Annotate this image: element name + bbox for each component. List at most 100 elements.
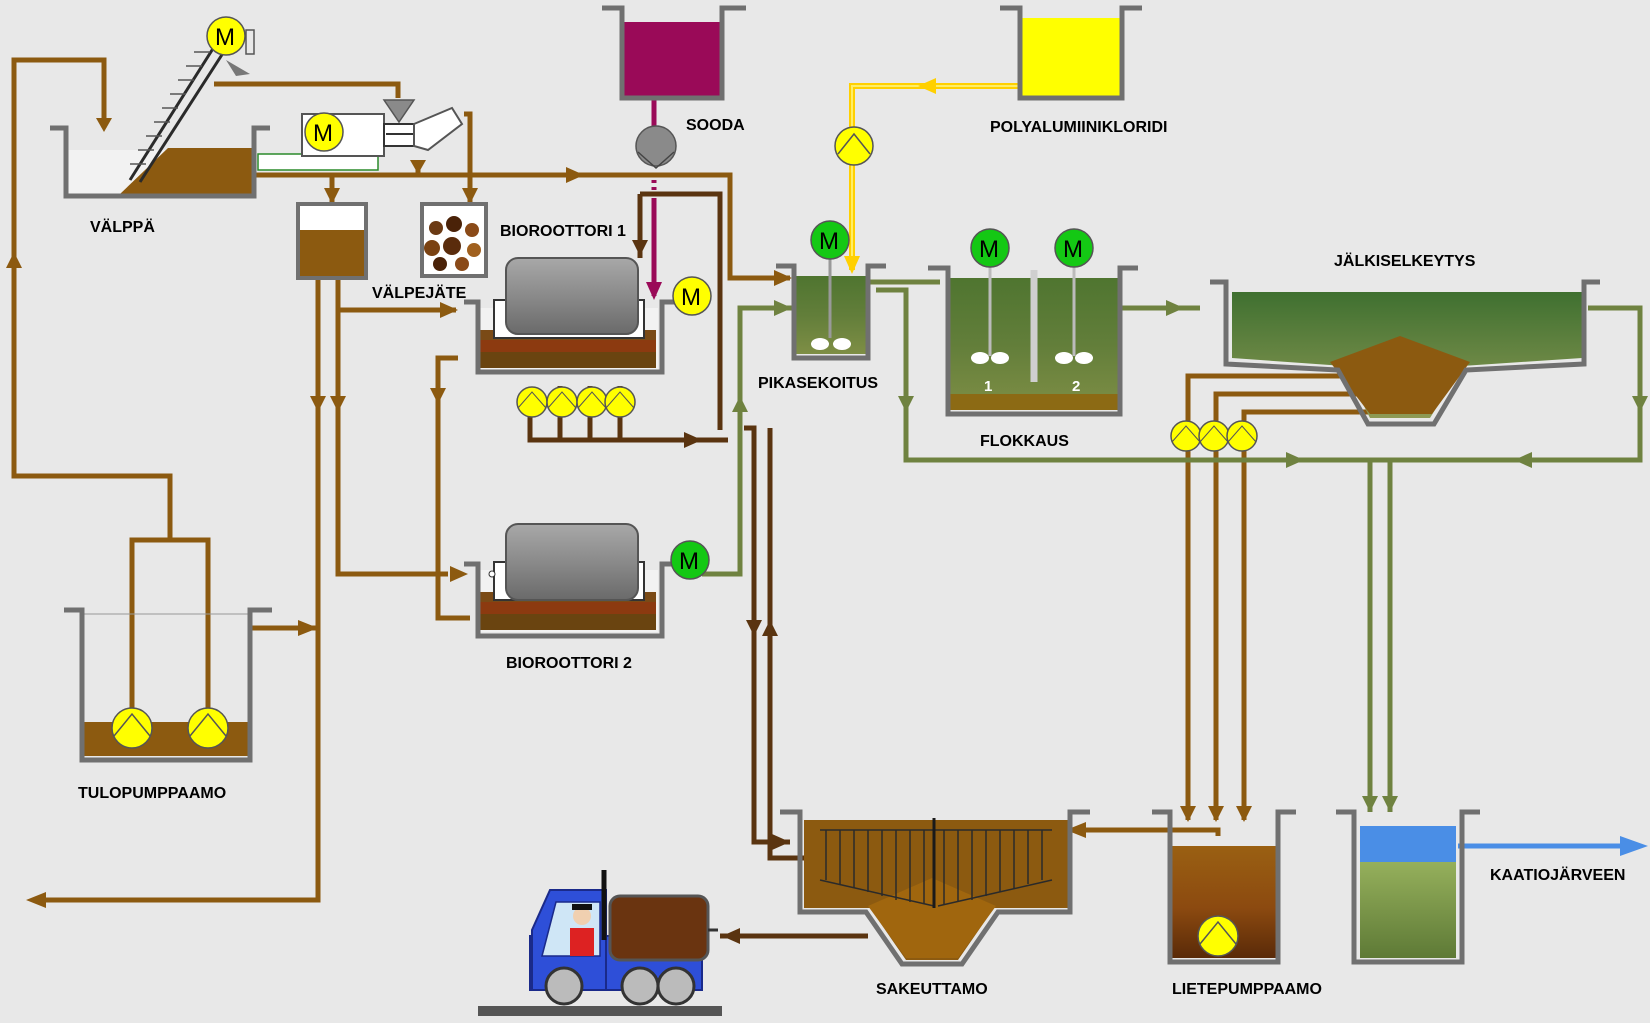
svg-text:M: M [819,228,839,255]
outlet-tank [1336,809,1480,965]
arrow-icon [430,388,446,404]
valpejate-container-solid [420,202,488,278]
arrow-icon [330,396,346,412]
arrow-icon [1208,806,1224,822]
truck-icon [478,870,722,1016]
clarifier-sludge-3 [1241,409,1378,820]
soda-pump-icon [635,125,677,170]
pump-icon [1226,420,1258,452]
arrow-icon [774,270,792,286]
bioroottori2-label: BIOROOTTORI 2 [506,655,632,672]
arrow-icon [1382,796,1398,812]
svg-text:M: M [979,236,999,263]
pump-icon [576,386,608,418]
flokkaus-label: FLOKKAUS [980,433,1069,450]
pump-icon [604,386,636,418]
arrow-icon [684,432,702,448]
arrow-icon [1632,396,1648,412]
arrow-icon [746,620,762,636]
bioroottori1-label: BIOROOTTORI 1 [500,223,626,240]
soda-return-pipe [640,191,723,430]
sooda-tank [602,5,746,101]
motor-icon: M [206,16,246,56]
bioroottori-1 [464,257,676,375]
pump-icon [1170,420,1202,452]
screen-feed-pipe [11,57,173,540]
motor-icon: M [670,540,710,580]
arrow-icon [774,300,792,316]
svg-text:M: M [681,284,701,311]
pikasekoitus-label: PIKASEKOITUS [758,375,878,392]
arrow-icon [410,160,426,174]
pump-riser-pipe [129,537,211,718]
arrow-icon [1362,796,1378,812]
arrow-icon [918,78,936,94]
polyalumiinikloridi-tank [1000,5,1142,101]
arrow-icon [898,396,914,412]
arrow-icon [1286,452,1304,468]
svg-text:M: M [313,120,333,147]
arrow-icon [462,188,478,204]
bypass-green-loop [876,287,1643,463]
flokkaus-stage-1: 1 [984,378,992,395]
arrow-icon [324,188,340,204]
arrow-icon [1514,452,1532,468]
svg-text:M: M [215,24,235,51]
sludge-down-pipe-2 [767,428,806,861]
motor-icon: M [970,228,1010,268]
raw-water-pipes [11,57,1378,903]
valppa-label: VÄLPPÄ [90,218,155,236]
arrow-icon [762,620,778,636]
pump-icon [1197,915,1239,957]
tulopumppaamo-label: TULOPUMPPAAMO [78,785,226,802]
lietepumppaamo-label: LIETEPUMPPAAMO [1172,981,1322,998]
motor-icon: M [304,112,344,152]
sakeuttamo-label: SAKEUTTAMO [876,981,988,998]
sludge-return-pipe [1066,827,1221,836]
sooda-label: SOODA [686,117,745,134]
grit-pipe [464,111,473,206]
kaatiojarveen-label: KAATIOJÄRVEEN [1490,866,1625,884]
arrow-icon [1180,806,1196,822]
arrow-icon [310,396,326,412]
arrow-icon [1066,822,1086,838]
screen-outlet-pipe [256,172,790,281]
rotor2-feed-pipe [335,278,448,577]
pump-icon [834,126,874,166]
motor-icon: M [1054,228,1094,268]
arrow-icon [632,240,648,256]
valppa-tank [50,27,379,199]
arrow-icon [646,282,662,300]
clarifier-sludge-2 [1213,391,1370,820]
conveyor-pipe [214,81,401,98]
arrow-icon [6,252,22,268]
arrow-icon [732,396,748,412]
motor-icon: M [810,220,850,260]
jalkiselkeytys-tank [1210,279,1600,427]
arrow-icon [772,834,790,850]
polyalumiinikloridi-label: POLYALUMIINIKLORIDI [990,119,1168,136]
arrow-icon [722,928,740,944]
pump-icon [111,707,153,749]
pump-icon [546,386,578,418]
flow-arrows [6,78,1648,944]
arrow-icon [96,118,112,132]
svg-text:M: M [1063,236,1083,263]
bioroottori-2 [464,523,676,639]
motors: M M M M M M M [206,16,1094,580]
arrow-icon [1236,806,1252,822]
treated-water-pipes [702,279,1643,812]
valpejate-label: VÄLPEJÄTE [372,284,467,302]
arrow-icon [566,167,584,183]
pump-icon [187,707,229,749]
flokkaus-tank [928,254,1138,417]
bypass-pipe [40,278,321,903]
arrow-icon [298,620,318,636]
svg-text:M: M [679,548,699,575]
pump-icon [1198,420,1230,452]
rotor-cross-pipe [435,355,470,621]
valpejate-container-liquid [296,202,368,280]
clarifier-sludge-1 [1185,373,1358,820]
